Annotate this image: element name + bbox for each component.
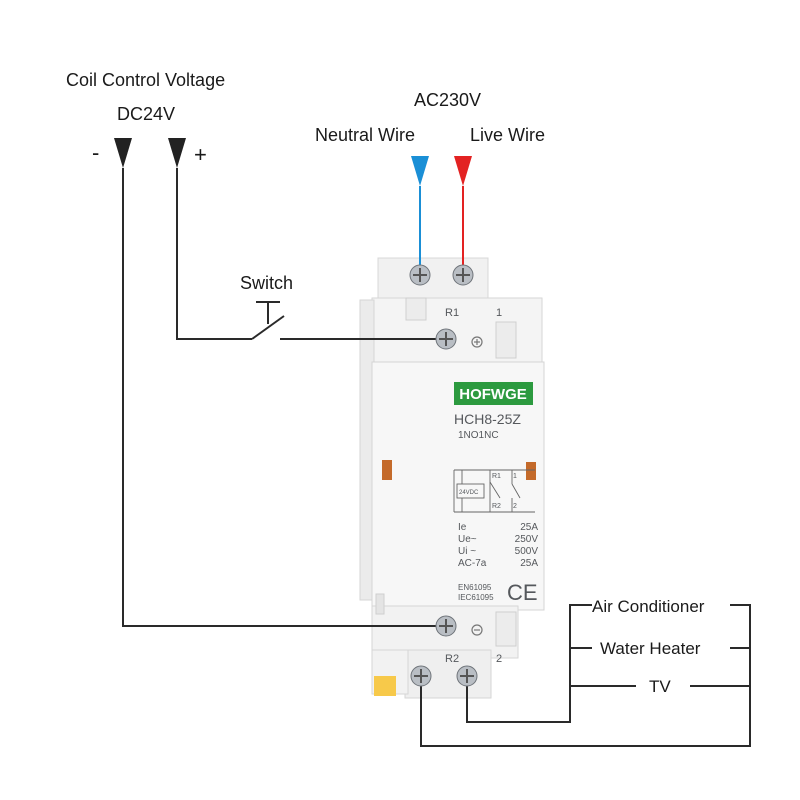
terminal-top-live-screw	[452, 264, 474, 286]
symbol-r1: R1	[492, 473, 501, 480]
terminal-top-neutral-screw	[409, 264, 431, 286]
device-minus-icon	[471, 624, 483, 636]
brand-badge	[454, 382, 533, 405]
coil-minus-arrow	[114, 138, 132, 168]
terminal-bottom-r2-screw	[410, 665, 432, 687]
coil-plus-label: +	[194, 142, 207, 167]
terminal-1-label: 1	[496, 307, 502, 319]
load-return-wire	[420, 604, 751, 747]
coil-symbol-label: 24VDC	[459, 490, 479, 496]
mains-voltage: AC230V	[414, 90, 481, 110]
symbol-r2: R2	[492, 503, 501, 510]
spec-value: 25A	[520, 558, 538, 569]
coil-minus-label: -	[92, 140, 99, 165]
spec-label: Ui ~	[458, 546, 476, 557]
spec-value: 250V	[515, 534, 539, 545]
terminal-bottom-2-screw	[456, 665, 478, 687]
ce-mark: CE	[507, 580, 538, 605]
terminal-r1-label: R1	[445, 307, 459, 319]
symbol-2: 2	[513, 503, 517, 510]
terminal-coil-plus-screw	[435, 328, 457, 350]
spec-table: Ie 25A Ue~ 250V Ui ~ 500V AC-7a 25A	[458, 522, 538, 569]
standard-iec: IEC61095	[458, 593, 494, 602]
spec-label: Ue~	[458, 534, 477, 545]
spec-label: AC-7a	[458, 558, 487, 569]
coil-plus-arrow	[168, 138, 186, 168]
device-plus-icon	[471, 336, 483, 348]
load-air-conditioner: Air Conditioner	[592, 597, 705, 616]
terminal-coil-minus-screw	[435, 615, 457, 637]
symbol-1: 1	[513, 473, 517, 480]
coil-voltage-value: DC24V	[117, 104, 175, 124]
neutral-wire-label: Neutral Wire	[315, 125, 415, 145]
coil-voltage-title: Coil Control Voltage	[66, 70, 225, 90]
load-water-heater: Water Heater	[600, 639, 701, 658]
neutral-arrow	[411, 156, 429, 186]
model-number: HCH8-25Z	[454, 411, 521, 427]
terminal-2-label: 2	[496, 653, 502, 665]
load-feed-wire-2	[466, 604, 592, 723]
spec-label: Ie	[458, 522, 467, 533]
coil-minus-wire	[122, 168, 446, 627]
terminal-r2-label: R2	[445, 653, 459, 665]
switch-label: Switch	[240, 273, 293, 293]
standard-en: EN61095	[458, 583, 492, 592]
load-tv: TV	[649, 677, 671, 696]
contact-config: 1NO1NC	[458, 430, 499, 441]
switch-blade	[251, 315, 285, 340]
live-wire-label: Live Wire	[470, 125, 545, 145]
spec-value: 500V	[515, 546, 539, 557]
coil-plus-wire	[176, 168, 252, 340]
brand-name: HOFWGE	[459, 386, 527, 403]
circuit-symbol	[453, 469, 535, 513]
live-arrow	[454, 156, 472, 186]
spec-value: 25A	[520, 522, 538, 533]
switch-push-icon	[256, 301, 280, 324]
